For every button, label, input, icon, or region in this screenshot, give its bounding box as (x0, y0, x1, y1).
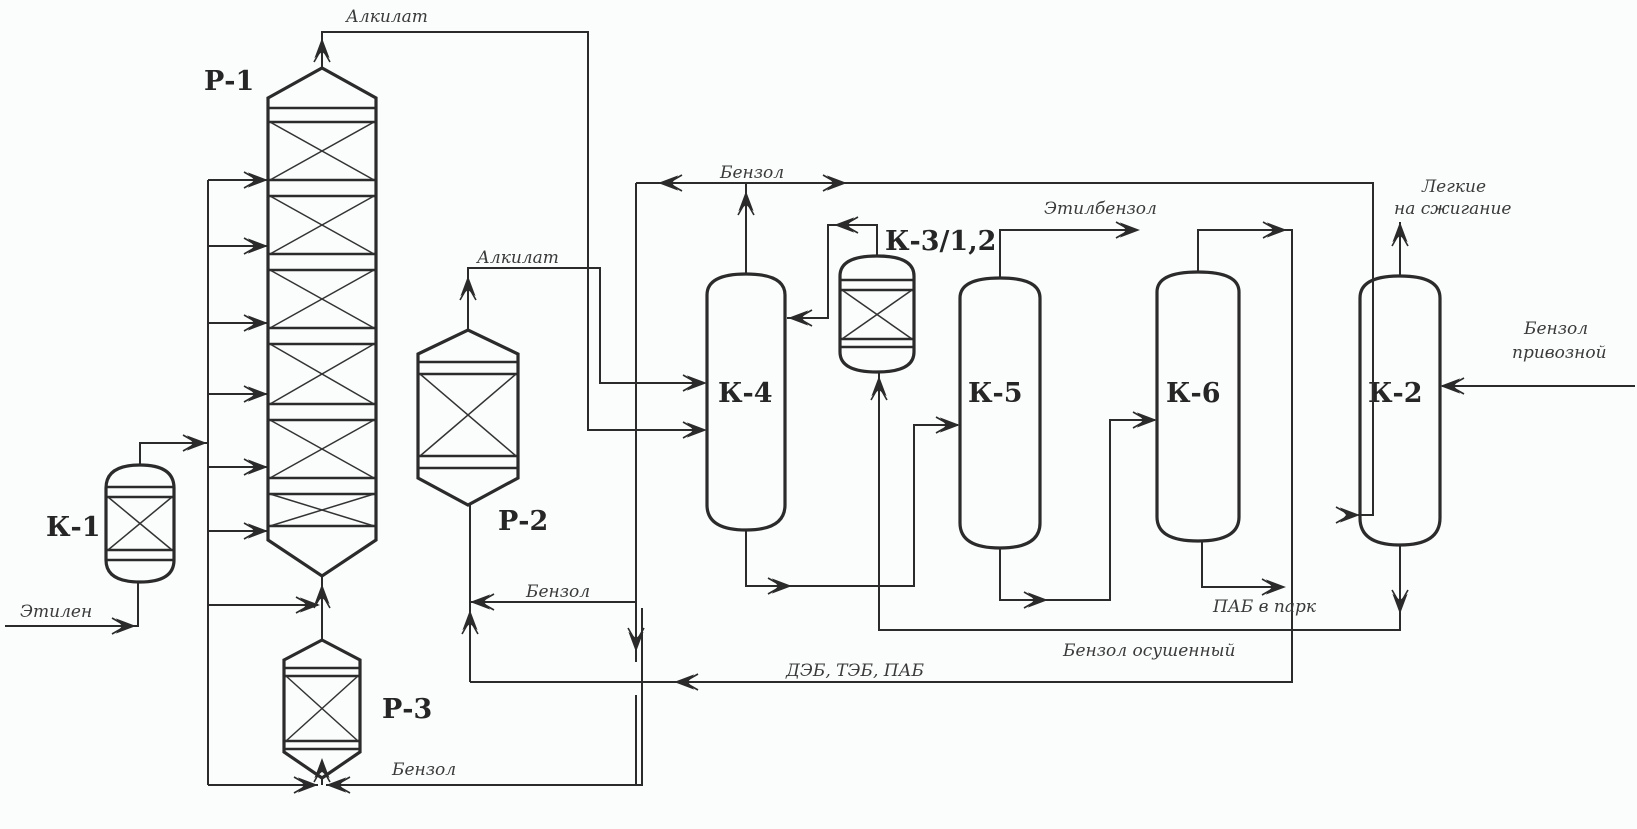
piping (5, 31, 1635, 794)
stream-label-light-1: Легкие (1421, 177, 1486, 197)
stream-label-benzene-p3: Бензол (391, 760, 456, 780)
reactor-p3 (282, 638, 362, 780)
vessel-k1 (104, 463, 176, 584)
stream-label-ethylbenzene: Этилбензол (1044, 199, 1157, 219)
label-k3: К-3/1,2 (885, 226, 996, 257)
column-k2 (1358, 274, 1442, 547)
stream-label-benzene-top: Бензол (719, 163, 784, 183)
label-k1: К-1 (46, 512, 101, 543)
label-k2: К-2 (1368, 378, 1423, 409)
column-k4 (705, 272, 787, 532)
stream-label-ethylene: Этилен (20, 602, 92, 622)
stream-label-heavy-recycle: ДЭБ, ТЭБ, ПАБ (785, 661, 924, 681)
reactor-p2 (416, 328, 520, 507)
stream-label-benzene-import-2: привозной (1512, 343, 1607, 363)
label-k6: К-6 (1166, 378, 1221, 409)
stream-label-benzene-import-1: Бензол (1523, 319, 1588, 339)
reactor-p1 (266, 66, 378, 578)
stream-label-dried-benzene: Бензол осушенный (1062, 641, 1235, 661)
stream-label-light-2: на сжигание (1394, 199, 1511, 219)
stream-label-benzene-p2: Бензол (525, 582, 590, 602)
label-k4: К-4 (718, 378, 773, 409)
label-p1: Р-1 (204, 66, 254, 97)
stream-label-alkylate-p2: Алкилат (476, 248, 559, 268)
stream-label-pab-storage: ПАБ в парк (1212, 597, 1317, 617)
vessel-k3 (838, 254, 916, 374)
column-k6 (1155, 270, 1241, 543)
stream-label-alkylate-p1: Алкилат (345, 7, 428, 27)
column-k5 (958, 276, 1042, 550)
label-k5: К-5 (968, 378, 1023, 409)
label-p3: Р-3 (382, 694, 432, 725)
label-p2: Р-2 (498, 506, 548, 537)
